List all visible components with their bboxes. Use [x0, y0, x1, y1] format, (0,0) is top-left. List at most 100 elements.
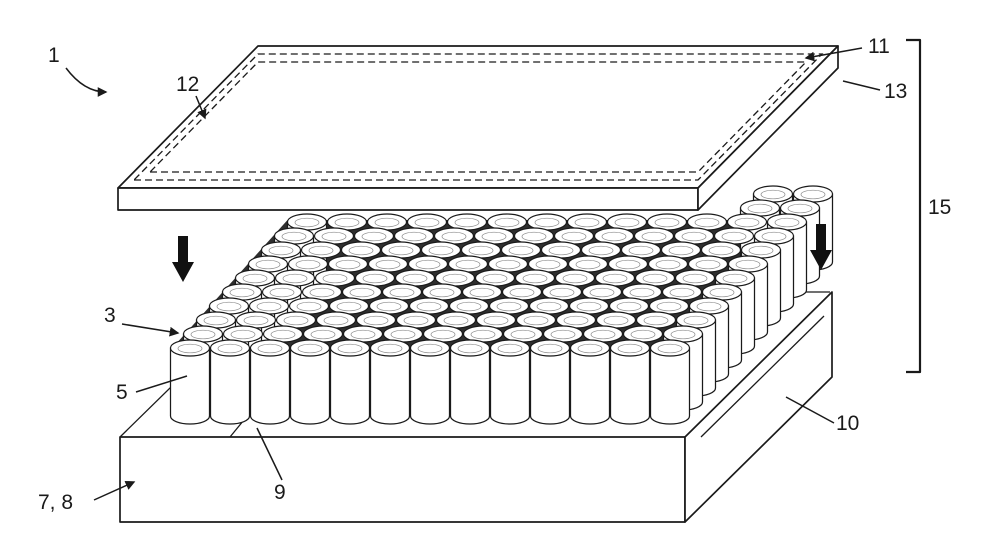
cell-top-inner-ring	[443, 315, 469, 326]
cell-top-inner-ring	[283, 315, 309, 326]
cell-top-inner-ring	[774, 217, 800, 228]
cell-body	[569, 347, 611, 425]
cell-body	[209, 347, 251, 425]
cell-top-inner-ring	[577, 343, 603, 354]
cell-top-inner-ring	[470, 329, 496, 340]
cell-top-inner-ring	[256, 301, 282, 312]
cell-top-inner-ring	[614, 217, 640, 228]
cell-top-inner-ring	[348, 245, 374, 256]
cell-top-inner-ring	[401, 231, 427, 242]
cell-top-inner-ring	[497, 343, 523, 354]
cell-top-inner-ring	[656, 301, 682, 312]
ref-label-10: 10	[836, 412, 859, 435]
cell-body	[529, 347, 571, 425]
cell-top-inner-ring	[537, 343, 563, 354]
cell-top-inner-ring	[683, 315, 709, 326]
cell-top	[649, 339, 691, 357]
cell-top-inner-ring	[550, 329, 576, 340]
cell-top-inner-ring	[681, 231, 707, 242]
cell-top-inner-ring	[696, 301, 722, 312]
cell-top	[409, 339, 451, 357]
cell-top-inner-ring	[615, 259, 641, 270]
cell-top-inner-ring	[281, 231, 307, 242]
cell-top-inner-ring	[403, 315, 429, 326]
cell-top-inner-ring	[669, 287, 695, 298]
cell-top-inner-ring	[800, 189, 826, 200]
cell-top-inner-ring	[535, 259, 561, 270]
cell-top-inner-ring	[243, 315, 269, 326]
leader-10	[785, 396, 835, 424]
cell-top-inner-ring	[375, 259, 401, 270]
cell-top-inner-ring	[321, 231, 347, 242]
cell-top-inner-ring	[496, 301, 522, 312]
cell-body	[409, 347, 451, 425]
cell-top-inner-ring	[349, 287, 375, 298]
cell-body	[489, 347, 531, 425]
tray	[119, 291, 833, 523]
cell-top-inner-ring	[641, 231, 667, 242]
cell-top-inner-ring	[177, 343, 203, 354]
cell-top-inner-ring	[217, 343, 243, 354]
cell-array	[169, 185, 834, 425]
cell-top-inner-ring	[468, 245, 494, 256]
cell-body	[449, 347, 491, 425]
cell-top-inner-ring	[481, 231, 507, 242]
cell-top-inner-ring	[643, 315, 669, 326]
cell-top-inner-ring	[388, 245, 414, 256]
cell-top-inner-ring	[255, 259, 281, 270]
cell-body	[169, 347, 211, 425]
ref-label-7-8: 7, 8	[38, 491, 73, 514]
cell-top-inner-ring	[454, 217, 480, 228]
cell-top-inner-ring	[335, 259, 361, 270]
cell-top-inner-ring	[549, 287, 575, 298]
plate-seal-outer-dashed	[132, 53, 824, 181]
cell-top	[449, 339, 491, 357]
cell-top-inner-ring	[337, 343, 363, 354]
ref-label-1: 1	[48, 44, 60, 67]
ref-label-3: 3	[104, 304, 116, 327]
down-arrow-left-icon	[172, 236, 194, 282]
cell-top-inner-ring	[309, 287, 335, 298]
cell-top-inner-ring	[536, 301, 562, 312]
cell-top-inner-ring	[457, 343, 483, 354]
cell-top-inner-ring	[787, 203, 813, 214]
cell-top-inner-ring	[469, 287, 495, 298]
cell-top-inner-ring	[735, 259, 761, 270]
cell-body	[329, 347, 371, 425]
cell-top-inner-ring	[376, 301, 402, 312]
cell-top-inner-ring	[350, 329, 376, 340]
cell-top-inner-ring	[268, 245, 294, 256]
cell-top-inner-ring	[574, 217, 600, 228]
cell-top-inner-ring	[322, 273, 348, 284]
cell-top-inner-ring	[494, 217, 520, 228]
cell-top-inner-ring	[483, 315, 509, 326]
plate-seal-inner-dashed	[148, 61, 808, 173]
cell-top-inner-ring	[576, 301, 602, 312]
cell-top-inner-ring	[482, 273, 508, 284]
cell-top-inner-ring	[734, 217, 760, 228]
cell-top-inner-ring	[455, 259, 481, 270]
cell-top-inner-ring	[561, 231, 587, 242]
cell-top-inner-ring	[417, 343, 443, 354]
cell-top-inner-ring	[562, 273, 588, 284]
ref-label-12: 12	[176, 73, 199, 96]
cell-top	[249, 339, 291, 357]
cell-top-inner-ring	[230, 329, 256, 340]
cell-top-inner-ring	[588, 245, 614, 256]
cell-top-inner-ring	[216, 301, 242, 312]
cell-top-inner-ring	[334, 217, 360, 228]
cell-top-inner-ring	[442, 273, 468, 284]
cell-top-inner-ring	[694, 217, 720, 228]
cell-top	[489, 339, 531, 357]
cell-top-inner-ring	[308, 245, 334, 256]
cell-top-inner-ring	[510, 329, 536, 340]
cell-top-inner-ring	[548, 245, 574, 256]
cell-top	[169, 339, 211, 357]
cell-top-inner-ring	[430, 329, 456, 340]
cell-top-inner-ring	[456, 301, 482, 312]
cell-top-inner-ring	[709, 287, 735, 298]
leader-13	[842, 80, 881, 91]
cell-top	[289, 339, 331, 357]
ref-label-15: 15	[928, 196, 951, 219]
